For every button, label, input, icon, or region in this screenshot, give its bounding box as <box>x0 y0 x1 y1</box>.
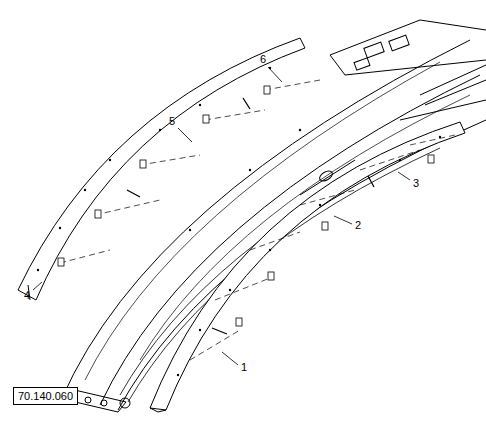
callout-number: 6 <box>260 54 266 65</box>
callout-number: 3 <box>413 178 419 189</box>
callout-number: 5 <box>169 116 175 127</box>
callout-number: 4 <box>24 290 30 301</box>
reference-number: 70.140.060 <box>18 390 73 402</box>
callout-number: 1 <box>241 362 247 373</box>
callout-number: 2 <box>355 220 361 231</box>
reference-box: 70.140.060 <box>13 387 78 405</box>
